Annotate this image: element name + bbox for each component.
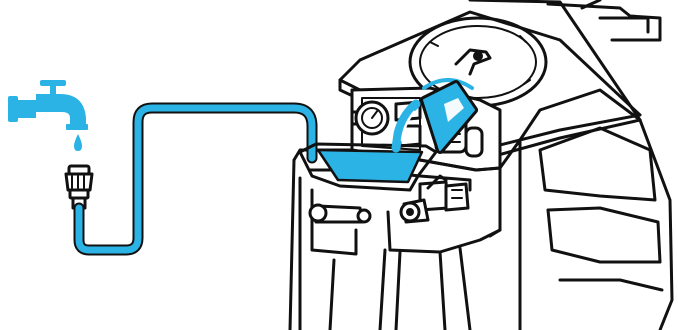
drop-icon: [74, 134, 82, 151]
hose-icon: [73, 102, 318, 256]
inlet-icon: [298, 142, 438, 192]
side-handle: [308, 203, 372, 224]
tap-icon: [8, 80, 88, 130]
bucket-icon: [391, 78, 478, 154]
drain-valve: [399, 174, 470, 224]
pressure-gauge: [350, 100, 390, 136]
hose-connector-icon: [64, 164, 94, 210]
